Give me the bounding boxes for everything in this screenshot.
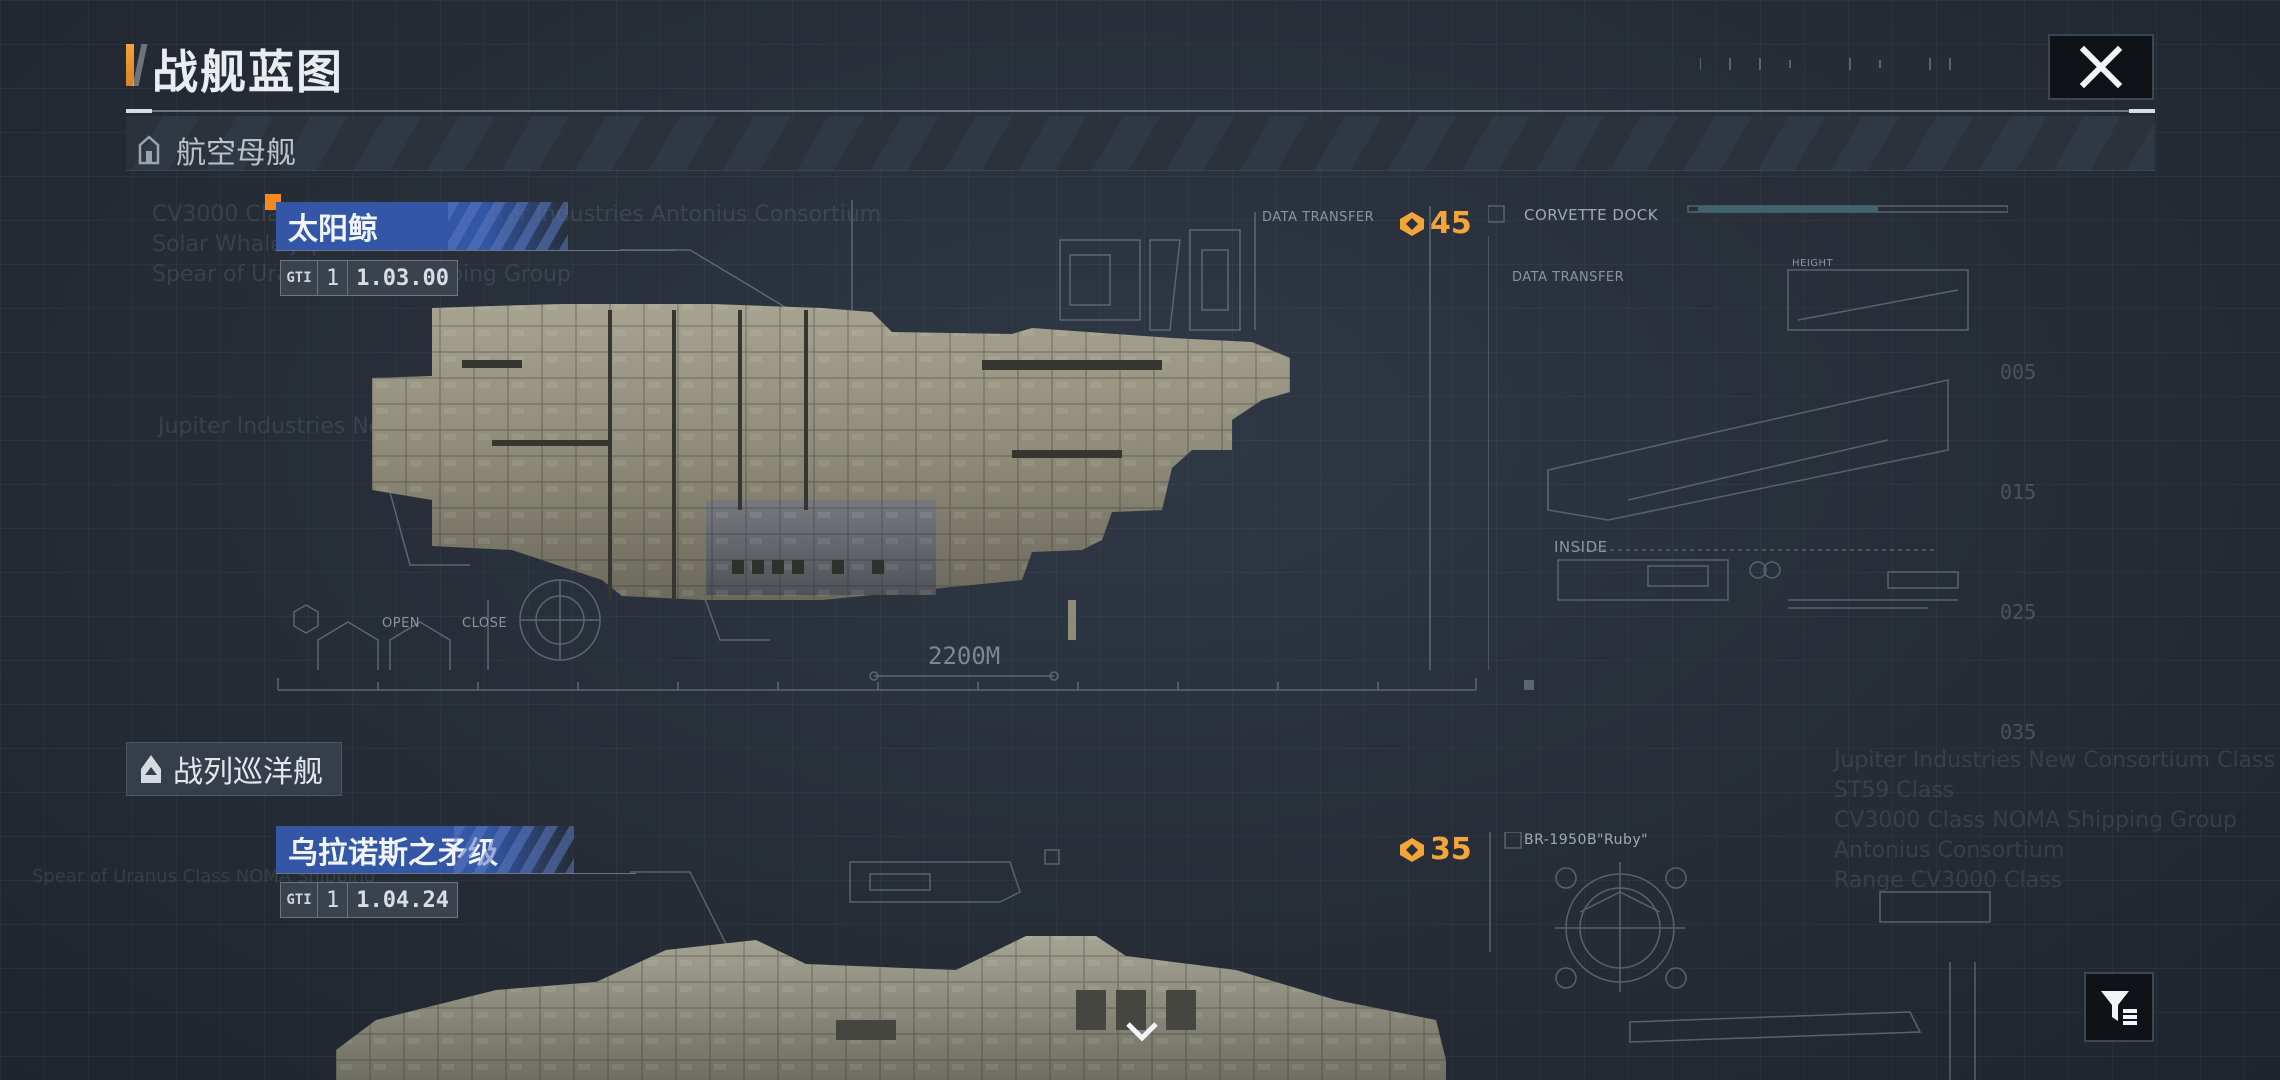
open-label: OPEN — [382, 616, 421, 631]
data-transfer-label: DATA TRANSFER — [1262, 210, 1375, 225]
rank-badge-icon — [1400, 211, 1424, 236]
ship1-blueprint-lines — [277, 200, 1534, 691]
ship1-scale-label: 2200M — [928, 642, 1001, 670]
ship-name: 太阳鲸 — [288, 212, 378, 247]
ship1-side-schematics — [1488, 205, 2008, 670]
ship2-blueprint-lines — [630, 832, 1991, 1080]
header-decor-ticks — [1700, 58, 1951, 70]
corvette-dock-label: CORVETTE DOCK — [1524, 206, 1659, 224]
data-transfer-label-2: DATA TRANSFER — [1512, 270, 1625, 285]
height-label: HEIGHT — [1792, 258, 1834, 269]
battlecruiser-category-icon — [141, 755, 161, 783]
right-scale: 005 015 025 035 — [2000, 360, 2037, 744]
ruby-dock-label: BR-1950B"Ruby" — [1524, 832, 1649, 848]
carrier-category-icon — [138, 135, 160, 165]
close-button[interactable] — [2048, 34, 2154, 100]
close-label: CLOSE — [462, 616, 508, 631]
category-tab-battlecruiser[interactable]: 战列巡洋舰 — [126, 742, 342, 796]
category-label-carrier: 航空母舰 — [176, 136, 296, 171]
ship-name-tag-spear-of-uranus[interactable]: 乌拉诺斯之矛级 — [276, 826, 574, 874]
chevron-down-icon[interactable] — [1124, 1016, 1160, 1046]
ship-name-tag-solar-whale[interactable]: 太阳鲸 — [276, 202, 568, 250]
ship-version-spear-of-uranus: GTI 1 1.04.24 — [280, 882, 458, 918]
category-bar-carrier: 航空母舰 — [126, 116, 2155, 171]
ship-version-solar-whale: GTI 1 1.03.00 — [280, 260, 458, 296]
filter-button[interactable] — [2084, 972, 2154, 1042]
close-x-icon — [2079, 45, 2123, 89]
category-label-battlecruiser: 战列巡洋舰 — [173, 755, 323, 790]
ship2-bg-text-right: Jupiter Industries New Consortium Class … — [1834, 748, 2275, 893]
ship-rating-spear-of-uranus: 35 — [1398, 832, 1472, 867]
ship-rating-solar-whale: 45 — [1398, 206, 1472, 241]
ship-model-spear-of-uranus — [336, 936, 1446, 1080]
title-accent-bar — [126, 44, 134, 86]
rank-badge-icon — [1400, 837, 1424, 862]
inside-label: INSIDE — [1554, 538, 1608, 556]
page-title: 战舰蓝图 — [152, 45, 344, 99]
filter-list-icon — [2101, 991, 2137, 1025]
ship-model-solar-whale — [372, 304, 1290, 640]
header-divider — [126, 109, 2155, 113]
